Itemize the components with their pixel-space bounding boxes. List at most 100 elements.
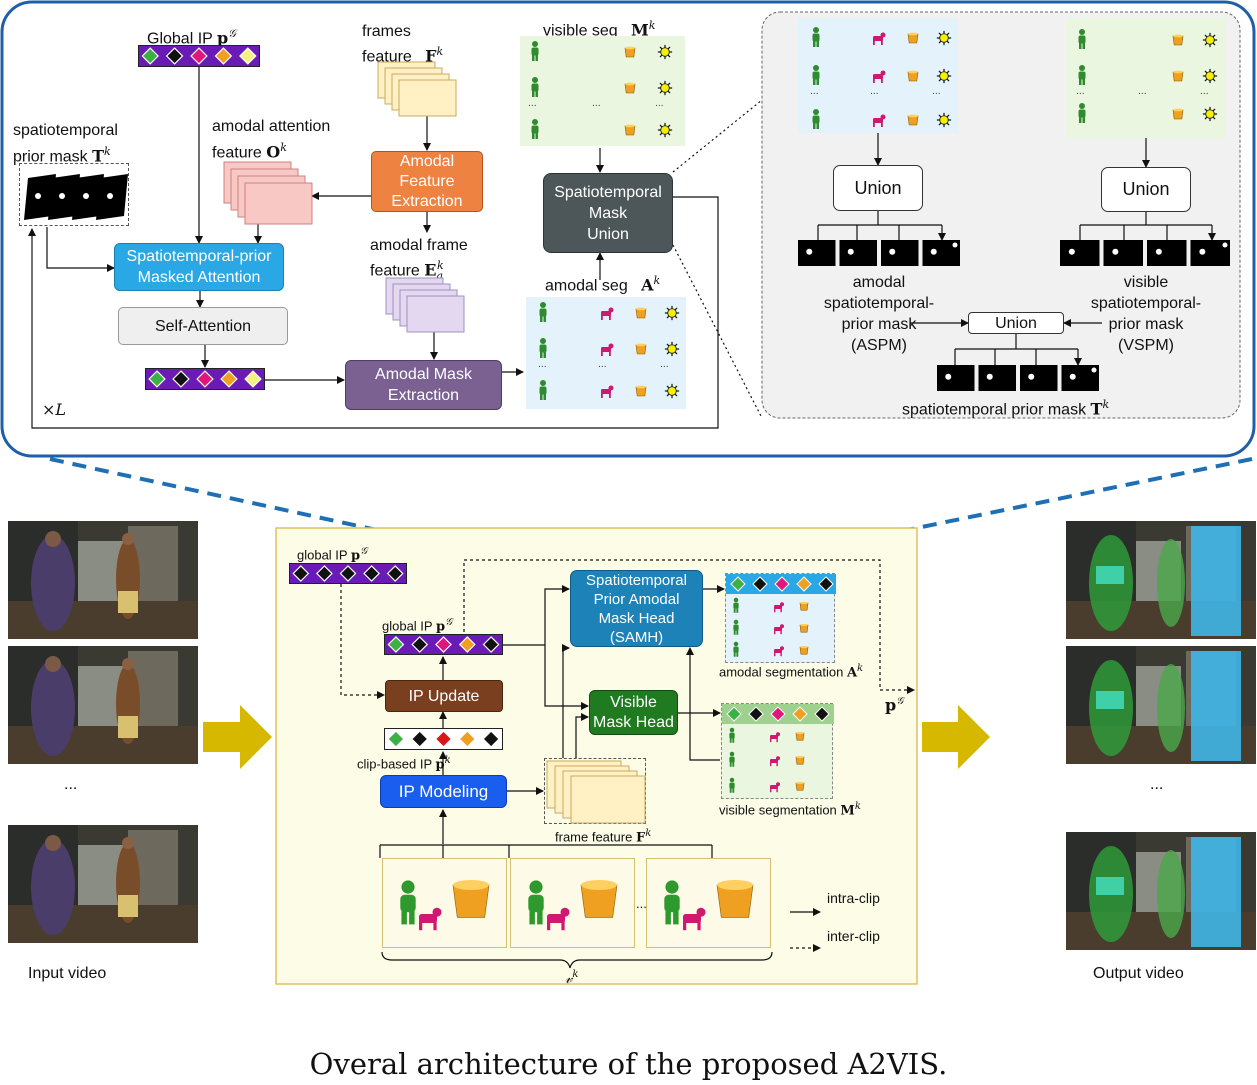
visible-seg-label: visible seg Mk [543, 19, 656, 40]
svg-text:...: ... [1200, 87, 1209, 97]
clip-scene [400, 879, 490, 931]
ip-token-diamond [339, 565, 357, 582]
global-ip-token-bar [138, 45, 260, 67]
segmentation-icon-grid: ......... [1076, 29, 1218, 123]
svg-text:...: ... [528, 99, 537, 109]
ip-token-diamond [141, 47, 159, 65]
prior-mask-thumbnails [24, 174, 128, 220]
self-attention-box: Self-Attention [118, 307, 288, 345]
amodal-attention-label: amodal attention feature Ok [212, 118, 331, 162]
ip-token-diamond [165, 47, 184, 65]
aspm-mask-row [798, 240, 960, 266]
segmentation-icon-grid: ......... [528, 41, 673, 139]
video-frame-thumbnail [8, 521, 198, 639]
video-frame-scene [1066, 521, 1256, 639]
main-global-ip-label: global IP p𝒢 [297, 546, 368, 564]
video-frame-thumbnail [1066, 832, 1256, 950]
input-video-label: Input video [28, 965, 107, 982]
feature-stack-graphic [223, 161, 313, 225]
union-visible-grid: ......... [1066, 18, 1226, 138]
video-frame-thumbnail [1066, 646, 1256, 764]
amodal-seg-label: amodal seg Ak [545, 274, 661, 295]
amodal-segmentation-label: amodal segmentation Ak [719, 663, 864, 681]
clip-ip-token-bar [384, 728, 503, 750]
svg-text:...: ... [870, 87, 879, 97]
ip-token-diamond [239, 47, 257, 65]
feature-stack-graphic [546, 760, 646, 824]
segmentation-icon-grid [722, 704, 834, 793]
union-box-final: Union [968, 312, 1064, 334]
ip-token-diamond [214, 47, 233, 65]
segmentation-icon-grid: ......... [538, 302, 680, 400]
amodal-frame-feature-label: amodal frame feature Eak [370, 237, 468, 283]
clip-frame [382, 858, 507, 948]
video-frame-thumbnail [8, 825, 198, 943]
figure-caption: Overal architecture of the proposed A2VI… [309, 1047, 948, 1081]
svg-text:...: ... [538, 360, 547, 370]
ip-token-diamond [315, 565, 333, 582]
st-mask-union-box: Spatiotemporal Mask Union [543, 173, 673, 253]
st-prior-mask-label: spatiotemporal prior mask Tk [13, 122, 118, 166]
frame-feature-stack [544, 758, 646, 824]
video-frame-thumbnail [1066, 521, 1256, 639]
video-frame-scene [8, 646, 198, 764]
amodal-mask-extraction-box: Amodal Mask Extraction [345, 360, 502, 410]
vspm-mask-row [1060, 240, 1230, 266]
main-global-ip-label-2: global IP p𝒢 [382, 617, 453, 635]
final-prior-mask-label: spatiotemporal prior mask Tk [902, 398, 1110, 419]
token-bar-graphic [145, 368, 265, 390]
output-global-ip-symbol: p𝒢 [885, 695, 904, 715]
ip-token-diamond [387, 730, 405, 748]
mask-thumbnails [798, 240, 960, 266]
main-global-ip-token-bar-out [384, 634, 503, 655]
clip-set-symbol: 𝓋k [565, 969, 579, 987]
ip-token-diamond [292, 565, 310, 582]
ip-token-diamond [244, 370, 262, 388]
frame-feature-label: frame feature Fk [555, 828, 652, 846]
input-video-ellipsis: ... [64, 776, 78, 793]
token-bar-graphic [384, 728, 503, 750]
amodal-segmentation-output [725, 573, 836, 663]
token-bar-graphic [384, 634, 503, 655]
output-video-label: Output video [1093, 965, 1184, 982]
mask-thumbnails [1060, 240, 1230, 266]
svg-text:...: ... [1076, 87, 1085, 97]
mask-thumbnails [937, 365, 1099, 391]
video-frame-thumbnail [8, 646, 198, 764]
token-bar-graphic [289, 563, 407, 584]
ip-token-diamond [434, 730, 453, 748]
union-amodal-grid: ......... [798, 18, 958, 133]
ip-token-diamond [363, 565, 381, 582]
amodal-feature-extraction-box: Amodal Feature Extraction [371, 151, 483, 212]
feature-stack-graphic [385, 277, 465, 333]
segmentation-icon-grid: ......... [810, 27, 952, 129]
ip-token-diamond [458, 730, 477, 748]
visible-seg-grid: ......... [520, 36, 685, 146]
svg-text:...: ... [660, 360, 669, 370]
clips-ellipsis: ... [636, 896, 647, 911]
svg-text:...: ... [810, 87, 819, 97]
ip-update-box: IP Update [385, 680, 503, 712]
feature-stack-graphic [377, 61, 457, 117]
video-frame-scene [1066, 646, 1256, 764]
st-prior-mask-frames [19, 163, 129, 226]
times-L-label: ×L [42, 400, 67, 419]
ip-token-diamond [386, 565, 404, 582]
svg-text:...: ... [592, 99, 601, 109]
clip-scene [528, 879, 618, 931]
ip-token-diamond [190, 47, 208, 65]
output-video-ellipsis: ... [1150, 776, 1164, 793]
visible-segmentation-output [721, 703, 834, 799]
ip-token-diamond [411, 636, 429, 653]
clip-frame [646, 858, 771, 948]
ip-token-diamond [148, 370, 166, 388]
inter-clip-legend: inter-clip [827, 928, 880, 944]
global-ip-label: Global IP p𝒢 [147, 27, 237, 48]
union-box-amodal: Union [833, 165, 923, 211]
clip-ip-label: clip-based IP pk [357, 755, 451, 773]
token-bar-graphic [138, 45, 260, 67]
